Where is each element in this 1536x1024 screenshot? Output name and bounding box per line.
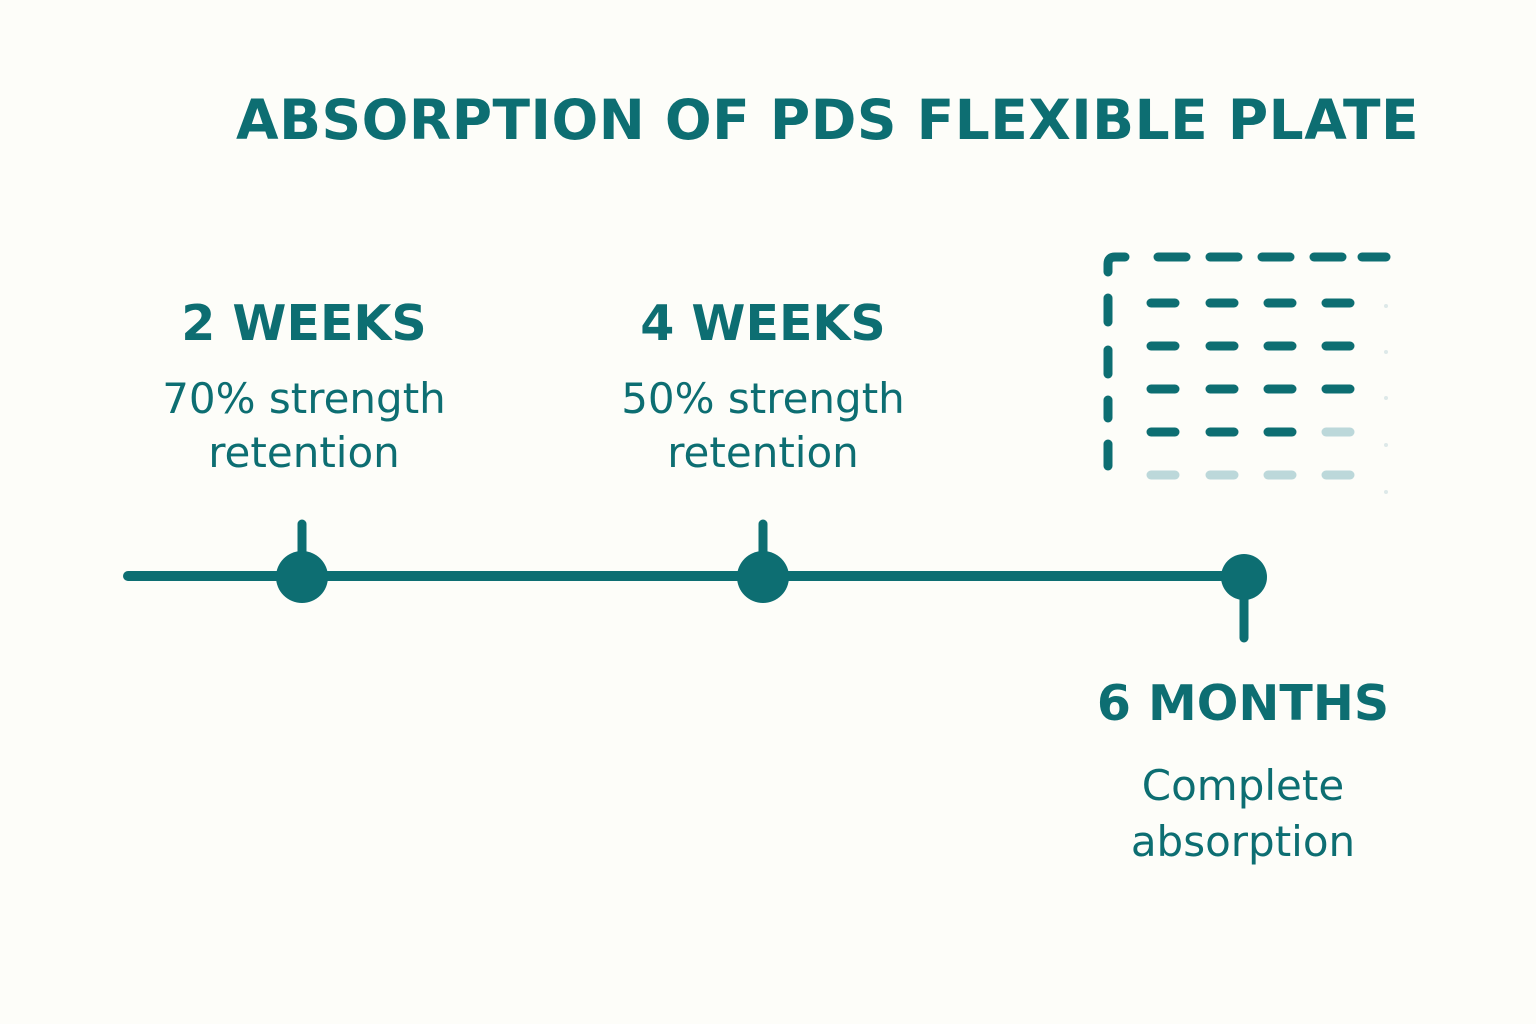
milestone-description: Complete absorption <box>1043 758 1443 870</box>
timeline-marker <box>737 551 789 603</box>
milestone-heading: 4 WEEKS <box>640 295 886 352</box>
page-title: ABSORPTION OF PDS FLEXIBLE PLATE <box>236 88 1420 152</box>
timeline-marker <box>276 551 328 603</box>
milestone-description-line: absorption <box>1130 817 1356 866</box>
milestone-description-line: retention <box>208 428 400 477</box>
milestone-6-months: 6 MONTHS Complete absorption <box>1043 676 1443 870</box>
timeline-marker <box>1221 554 1267 600</box>
milestone-description-line: retention <box>667 428 859 477</box>
milestone-description: 70% strength retention <box>104 372 504 480</box>
milestone-4-weeks: 4 WEEKS 50% strength retention <box>563 296 963 480</box>
milestone-description: 50% strength retention <box>563 372 963 480</box>
milestone-2-weeks: 2 WEEKS 70% strength retention <box>104 296 504 480</box>
milestone-heading: 6 MONTHS <box>1096 675 1390 732</box>
milestone-description-line: 50% strength <box>621 374 905 423</box>
milestone-heading: 2 WEEKS <box>181 295 427 352</box>
dissolving-plate-icon <box>1103 252 1391 494</box>
milestone-description-line: Complete <box>1141 761 1345 810</box>
milestone-description-line: 70% strength <box>162 374 446 423</box>
